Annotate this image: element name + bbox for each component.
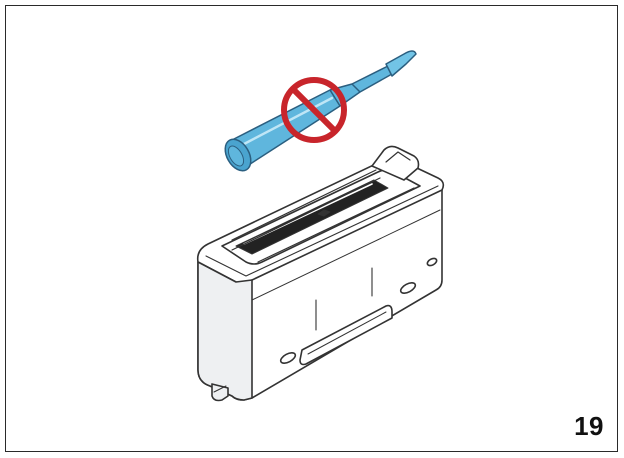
magazine-slot-right: [399, 282, 417, 294]
magazine-baseplate: [211, 383, 229, 402]
magazine-slot-left: [279, 352, 297, 364]
magazine-latch: [299, 304, 393, 366]
magazine-follower-slot: [235, 179, 389, 255]
figure-number: 19: [574, 411, 604, 441]
magazine-rear-tab: [371, 145, 420, 181]
magazine-left-face: [197, 261, 253, 401]
magazine: [196, 145, 445, 402]
no-symbol-icon: [281, 77, 347, 143]
cartridge-bullet: [385, 50, 417, 77]
